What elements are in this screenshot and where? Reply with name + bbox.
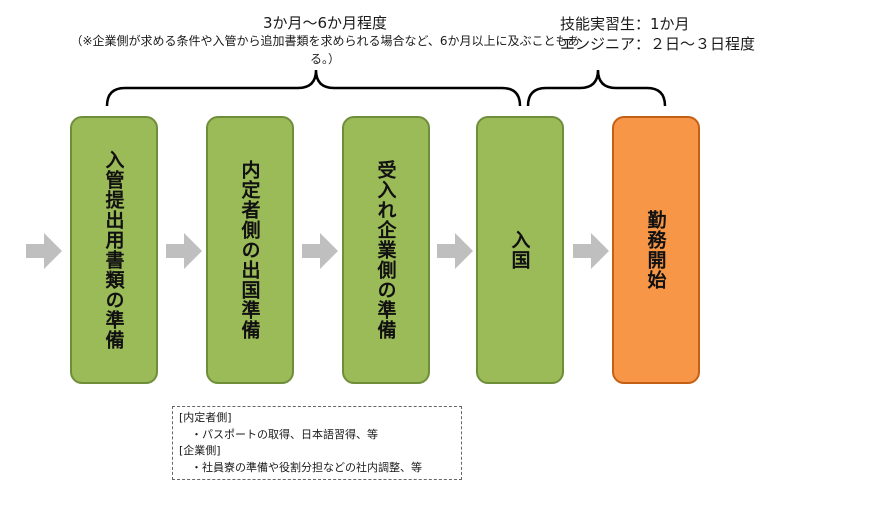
- arrow-right-icon: [437, 233, 473, 269]
- arrow-right-icon: [26, 233, 62, 269]
- arrow-right-icon: [302, 233, 338, 269]
- step-company-prep: 受入れ企業側の準備: [342, 116, 430, 384]
- step-label: 内定者側の出国準備: [238, 160, 261, 340]
- step-document-prep: 入管提出用書類の準備: [70, 116, 158, 384]
- period-right-line1: 技能実習生：1か月: [560, 15, 690, 33]
- period-caption-top: 3か月～6か月程度 （※企業側が求める条件や入管から追加書類を求められる場合など…: [60, 14, 590, 68]
- notes-item-candidate: ・パスポートの取得、日本語習得、等: [191, 427, 378, 441]
- period-caption-right: 技能実習生：1か月 エンジニア：２日～３日程度: [560, 14, 770, 54]
- arrow-right-icon: [573, 233, 609, 269]
- notes-header-candidate: [内定者側]: [179, 411, 232, 424]
- period-right-line2: エンジニア：２日～３日程度: [560, 35, 756, 53]
- period-main-text: 3か月～6か月程度: [262, 14, 388, 32]
- step-label: 入国: [508, 230, 531, 270]
- step-entry: 入国: [476, 116, 564, 384]
- notes-item-company: ・社員寮の準備や役割分担などの社内調整、等: [191, 460, 422, 474]
- arrow-right-icon: [166, 233, 202, 269]
- step-start-work: 勤務開始: [612, 116, 700, 384]
- notes-box: [内定者側] ・パスポートの取得、日本語習得、等 [企業側] ・社員寮の準備や役…: [172, 406, 462, 480]
- brace-left: [105, 69, 522, 107]
- step-label: 受入れ企業側の準備: [374, 160, 397, 340]
- brace-right: [526, 69, 667, 107]
- notes-header-company: [企業側]: [179, 444, 221, 457]
- step-candidate-departure-prep: 内定者側の出国準備: [206, 116, 294, 384]
- step-label: 勤務開始: [644, 210, 667, 290]
- period-note-text: （※企業側が求める条件や入管から追加書類を求められる場合など、6か月以上に及ぶこ…: [70, 34, 580, 66]
- step-label: 入管提出用書類の準備: [102, 150, 125, 350]
